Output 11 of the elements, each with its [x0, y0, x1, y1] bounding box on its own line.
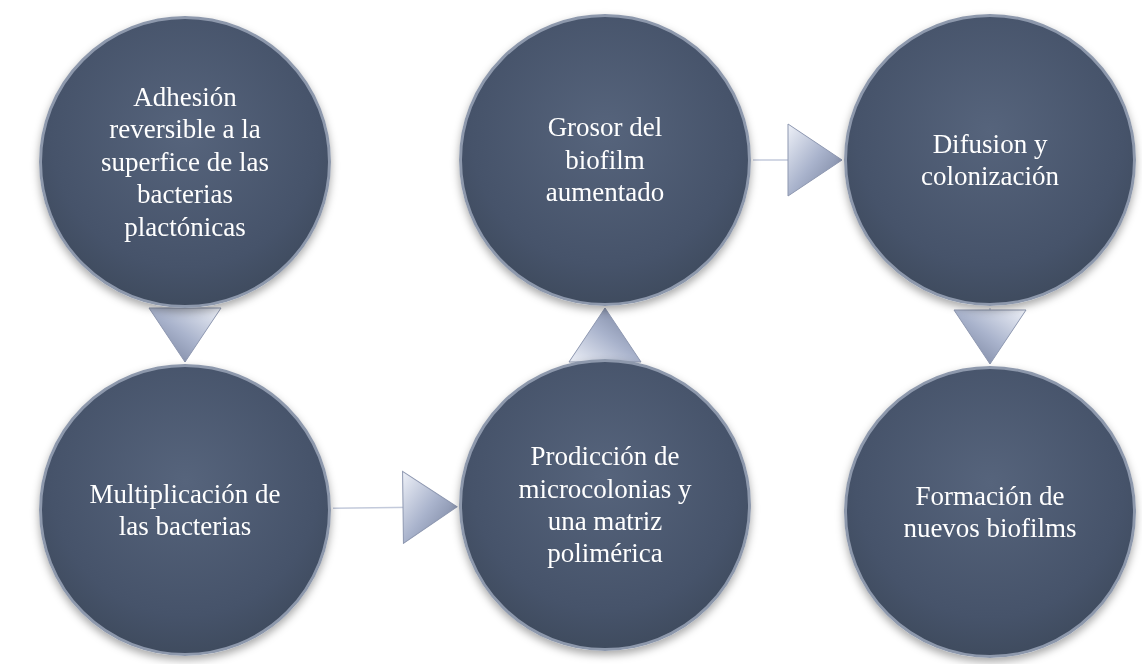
- step-text: Multiplicación de las bacterias: [88, 477, 282, 543]
- step-text: Adhesión reversible a la superfice de las bacterias plactónicas: [100, 81, 270, 243]
- step-text: Grosor del biofilm aumentado: [544, 111, 666, 209]
- triangle-arrow: [332, 470, 458, 544]
- triangle-arrow: [568, 307, 642, 363]
- step-text: Prodicción de microcolonias y una matriz polimérica: [517, 440, 693, 570]
- step-text: Difusion y colonización: [920, 127, 1060, 193]
- triangle-arrow: [148, 307, 222, 363]
- triangle-arrow: [953, 307, 1027, 365]
- triangle-arrow: [752, 123, 843, 197]
- step-text: Formación de nuevos biofilms: [902, 479, 1078, 545]
